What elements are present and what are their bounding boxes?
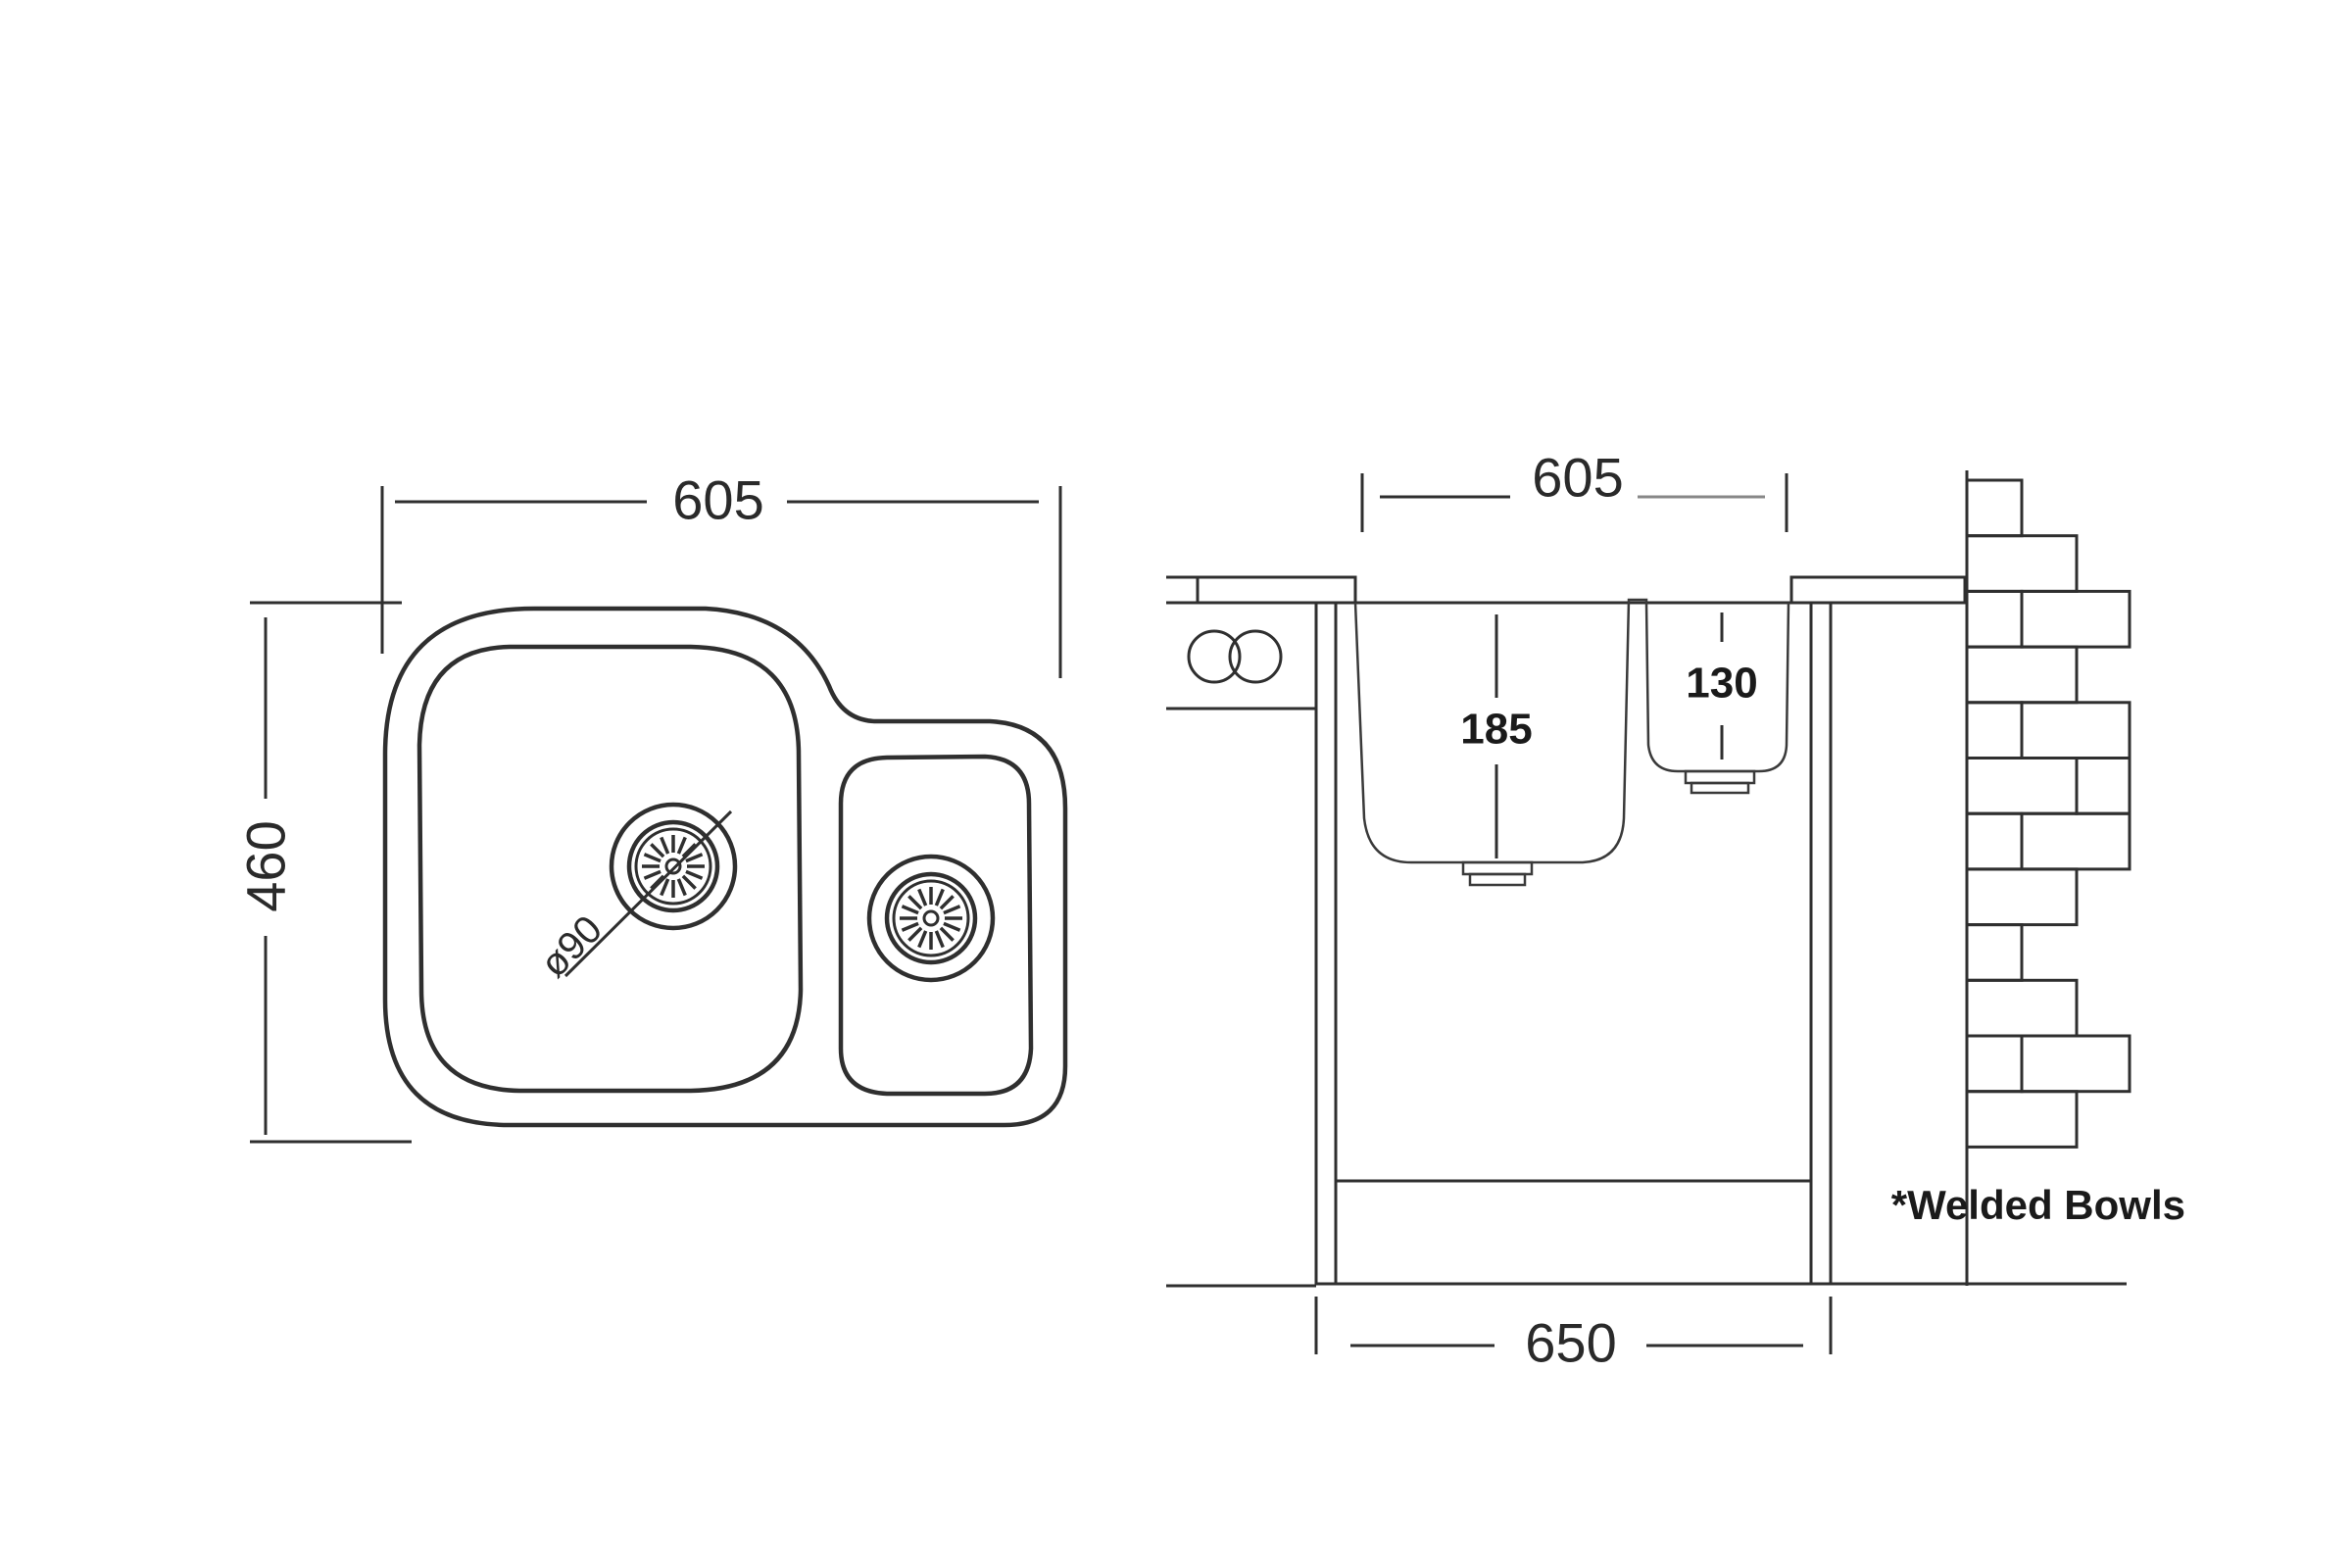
brick [2020,1034,2132,1094]
drain-outlet [1684,769,1756,785]
brick [1965,1034,2024,1094]
drain-slot [943,905,961,915]
drain-slot [934,930,945,949]
drain-slot [917,930,928,949]
brick [1965,757,2079,815]
drain-slot [939,926,955,942]
brick [2020,811,2132,871]
brick [1965,1090,2079,1149]
brick [1965,923,2024,982]
drain-slot [660,878,670,897]
second-bowl-outline [838,754,1034,1097]
brick [1965,701,2024,760]
drain-slot [643,869,662,880]
drain-slot [907,926,923,942]
drain-slot [681,843,697,858]
plan-depth-label: 460 [235,820,297,911]
section-view: 605 185 [1166,447,2185,1374]
plan-width-label: 605 [672,469,763,531]
drain-slot [676,878,687,897]
brick [1965,867,2079,927]
brick [1965,589,2024,649]
cabinet-wall-left [1314,601,1338,1286]
second-bowl-section: 130 [1644,602,1790,795]
brick [2075,757,2132,815]
cabinet-width-label: 650 [1525,1312,1616,1374]
second-bowl-drain [866,854,996,983]
main-bowl-outline [416,644,804,1094]
brick [2020,701,2132,760]
drain-slot [685,869,704,880]
cabinet-width-dimension: 650 [1314,1297,1833,1374]
main-bowl-drain [609,802,738,931]
drain-slot [943,921,961,932]
second-bowl-depth-label: 130 [1686,660,1757,708]
brick [1965,534,2079,593]
plan-width-dimension: 605 [380,469,1062,678]
sink-outer-outline [382,606,1068,1128]
drain-slot [681,874,697,890]
brick [1965,978,2079,1038]
countertop [1166,575,1967,605]
drain-diameter-label: ø90 [532,907,611,986]
brick [1965,645,2079,705]
drain-slot [934,888,945,906]
drain-outlet [1461,860,1534,876]
main-bowl-section: 185 [1353,598,1648,887]
drain-slot [939,895,955,910]
brick [1965,478,2024,538]
drain-diameter-line [564,809,733,978]
drain-slot [901,905,919,915]
drain-slot [643,853,662,863]
main-bowl-depth-label: 185 [1460,706,1532,754]
section-width-dimension: 605 [1360,447,1788,532]
drain-slot [676,836,687,855]
welded-bowls-note: *Welded Bowls [1891,1182,2185,1228]
brick [1965,811,2024,871]
drain-slot [901,921,919,932]
adjacent-cabinet [1166,629,1316,1288]
brick [2020,589,2132,649]
brick-wall [1965,470,2132,1286]
drawer-knob [1187,629,1242,684]
plan-depth-dimension: 460 [235,601,412,1144]
cabinet-wall-right [1809,601,1833,1286]
drain-slot [650,874,665,890]
drain-slot [650,843,665,858]
drain-slot [917,888,928,906]
drawer-knob [1228,629,1283,684]
drain-slot [907,895,923,910]
plan-view: 605 460 ø90 [235,469,1068,1144]
drain-slot [660,836,670,855]
section-width-label: 605 [1532,447,1623,509]
drain-slot [685,853,704,863]
